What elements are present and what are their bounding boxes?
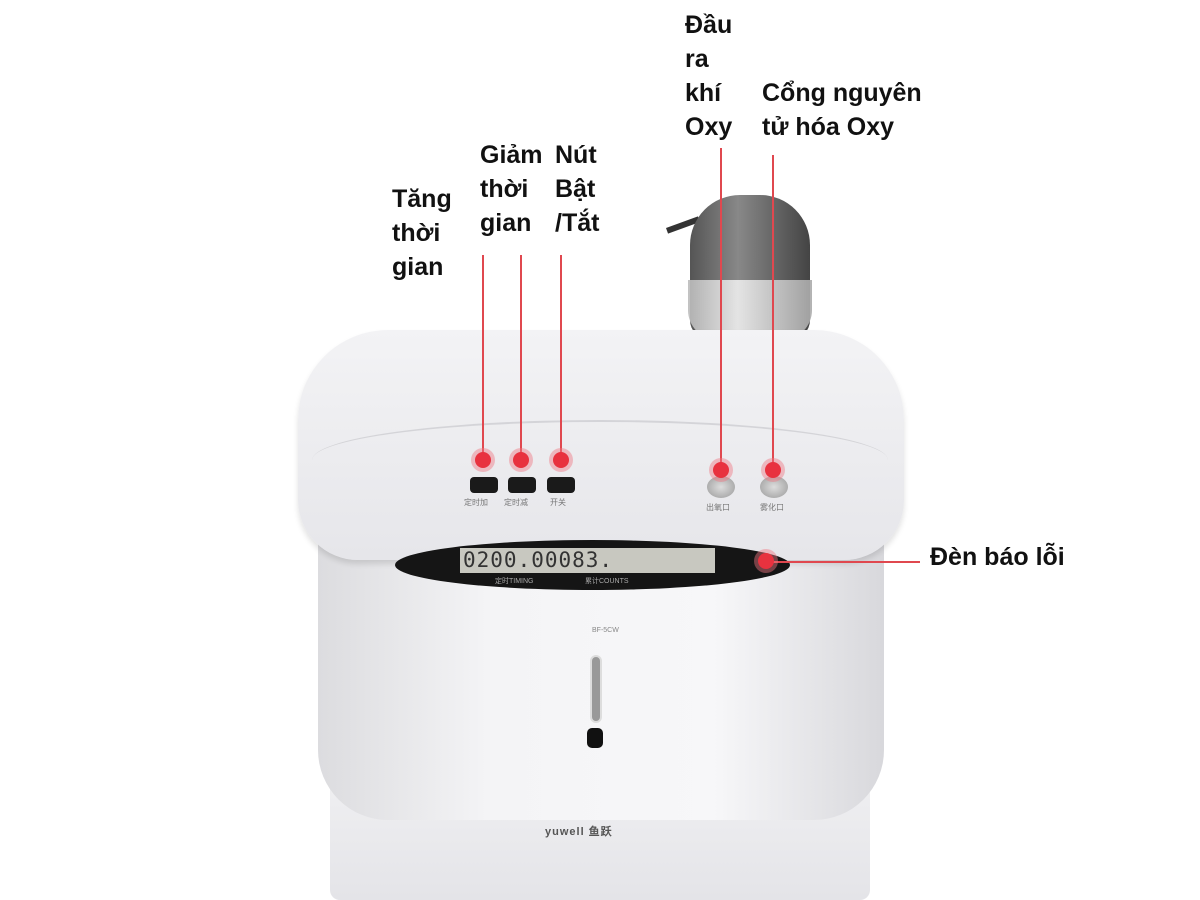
lcd-readout: 0200.00083. — [460, 548, 715, 573]
decrease-time-button[interactable] — [508, 477, 536, 493]
button-label: 定时加 — [464, 498, 488, 507]
flow-knob[interactable] — [587, 728, 603, 748]
flow-meter — [590, 655, 602, 723]
timing-label: 定时TIMING — [495, 578, 534, 585]
label-increase-time: Tăng thời gian — [392, 185, 452, 281]
power-button[interactable] — [547, 477, 575, 493]
marker-dot — [553, 452, 569, 468]
brand-logo: yuwell 鱼跃 — [545, 826, 613, 838]
error-light-marker — [758, 553, 774, 569]
marker-dot — [475, 452, 491, 468]
marker-dot — [513, 452, 529, 468]
port-label: 雾化口 — [760, 503, 784, 512]
top-panel-edge — [312, 420, 888, 530]
counts-label: 累计COUNTS — [585, 578, 629, 585]
marker-dot — [765, 462, 781, 478]
label-decrease-time: Giảm thời gian — [480, 141, 543, 237]
button-label: 开关 — [550, 498, 566, 507]
label-nebulizer-port: Cổng nguyên tử hóa Oxy — [762, 79, 922, 141]
increase-time-button[interactable] — [470, 477, 498, 493]
port-label: 出氧口 — [706, 503, 730, 512]
label-power-button: Nút Bật /Tắt — [555, 141, 600, 237]
pointer-line — [560, 255, 562, 460]
pointer-line — [520, 255, 522, 460]
pointer-line — [482, 255, 484, 460]
marker-dot — [713, 462, 729, 478]
label-oxygen-outlet: Đầu ra khí Oxy — [685, 11, 733, 141]
pointer-line — [720, 148, 722, 468]
oxygen-outlet-port[interactable] — [707, 476, 735, 498]
model-label: BF-5CW — [592, 627, 619, 634]
pointer-line — [772, 155, 774, 468]
button-label: 定时减 — [504, 498, 528, 507]
pointer-line — [770, 561, 920, 563]
label-error-light: Đèn báo lỗi — [930, 543, 1065, 571]
nebulizer-port[interactable] — [760, 476, 788, 498]
